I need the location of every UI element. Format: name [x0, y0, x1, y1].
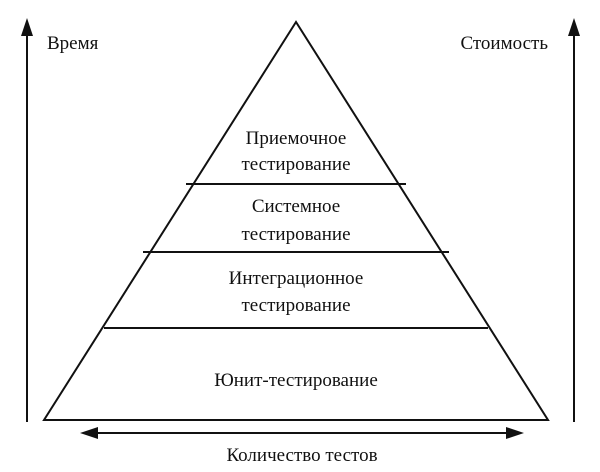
left-axis-arrow	[21, 18, 33, 422]
tier-integration: Интеграционное тестирование	[229, 268, 364, 316]
tier-integration-line2: тестирование	[241, 295, 350, 316]
bottom-axis-arrow	[80, 427, 524, 439]
pyramid-outline	[42, 20, 550, 421]
tier-system-line2: тестирование	[241, 224, 350, 245]
tier-system-line1: Системное	[252, 196, 340, 217]
left-axis-label: Время	[47, 33, 99, 54]
right-axis-arrow	[568, 18, 580, 422]
tier-system: Системное тестирование	[241, 196, 350, 245]
bottom-axis-label: Количество тестов	[226, 445, 377, 466]
tier-unit-line1: Юнит-тестирование	[214, 370, 378, 391]
tier-acceptance-line2: тестирование	[241, 154, 350, 175]
right-axis-label: Стоимость	[460, 33, 548, 54]
tier-unit: Юнит-тестирование	[214, 370, 378, 391]
tier-acceptance-line1: Приемочное	[246, 128, 347, 149]
tier-acceptance: Приемочное тестирование	[241, 128, 350, 175]
tier-integration-line1: Интеграционное	[229, 268, 364, 289]
